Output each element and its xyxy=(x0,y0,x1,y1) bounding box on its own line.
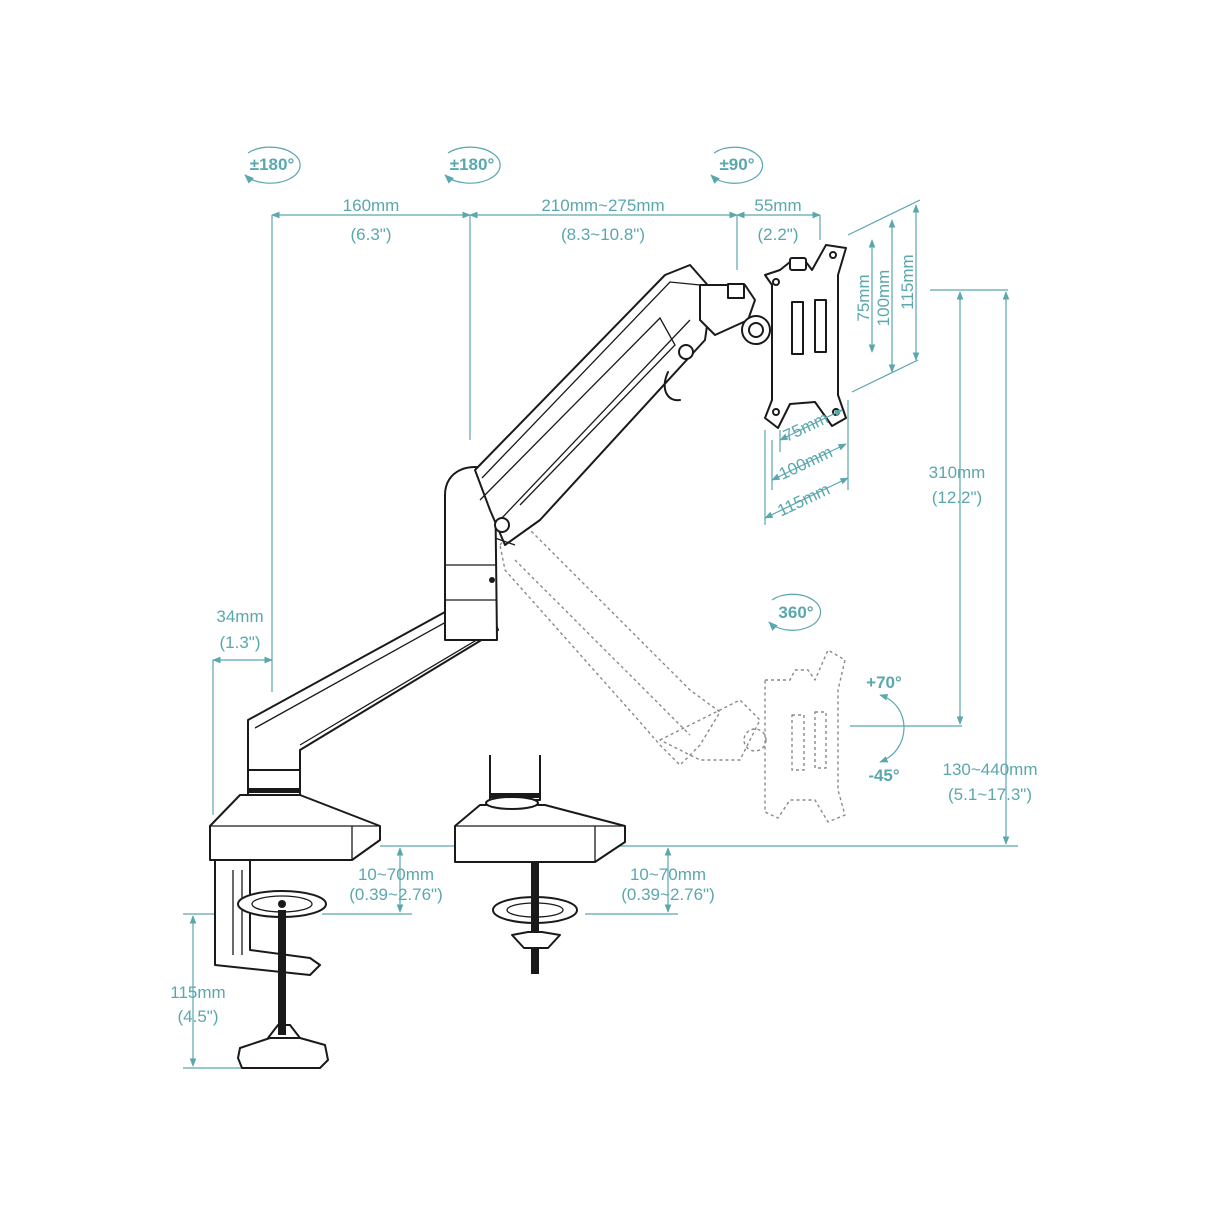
base-swivel-label: ±180° xyxy=(250,155,295,174)
clamp-base-plate xyxy=(209,794,381,861)
monitor-arm xyxy=(209,244,847,1069)
dim-lower-arm: 160mm (6.3") xyxy=(271,196,471,692)
rotate-arrow-icon xyxy=(710,146,764,184)
rotate-arrow-icon xyxy=(244,146,301,184)
svg-text:115mm: 115mm xyxy=(170,983,225,1002)
svg-text:10~70mm: 10~70mm xyxy=(630,865,706,884)
svg-text:55mm: 55mm xyxy=(754,196,801,215)
wing-nut xyxy=(511,931,561,949)
clamp-screw xyxy=(278,910,286,1035)
svg-text:(0.39~2.76"): (0.39~2.76") xyxy=(349,885,442,904)
elbow-joint xyxy=(444,466,498,641)
svg-text:75mm: 75mm xyxy=(780,408,831,445)
vesa-vertical-dims: 75mm 100mm 115mm xyxy=(847,199,921,393)
grommet-bolt xyxy=(531,862,539,974)
elbow-swivel-label: ±180° xyxy=(450,155,495,174)
head-rotate-label: ±90° xyxy=(719,155,754,174)
rotate-arrow-icon xyxy=(444,146,501,184)
grommet-base-plate xyxy=(454,804,626,863)
svg-text:-45°: -45° xyxy=(868,766,900,785)
svg-text:(8.3~10.8"): (8.3~10.8") xyxy=(561,225,645,244)
dim-pole-offset: 34mm (1.3") xyxy=(212,607,273,815)
svg-text:100mm: 100mm xyxy=(874,270,893,327)
tilt-indicator: +70° -45° xyxy=(866,673,905,785)
svg-text:(2.2"): (2.2") xyxy=(758,225,799,244)
rotation-badge-head: ±90° xyxy=(710,146,764,184)
dim-clamp-depth: 115mm (4.5") xyxy=(170,913,248,1069)
dim-total-height: 130~440mm (5.1~17.3") xyxy=(380,291,1038,847)
dim-clamp-thickness: 10~70mm (0.39~2.76") xyxy=(322,847,443,915)
svg-text:100mm: 100mm xyxy=(776,442,835,483)
dim-head: 55mm (2.2") xyxy=(736,196,821,244)
dim-height-range: 310mm (12.2") xyxy=(850,289,1008,727)
tilt-arrow-icon xyxy=(879,694,905,763)
svg-text:115mm: 115mm xyxy=(898,254,917,309)
svg-text:+70°: +70° xyxy=(866,673,902,692)
svg-text:(6.3"): (6.3") xyxy=(351,225,392,244)
svg-text:34mm: 34mm xyxy=(216,607,263,626)
svg-text:(12.2"): (12.2") xyxy=(932,488,982,507)
clamp-knob xyxy=(237,1037,329,1069)
rotate-arrow-icon xyxy=(768,593,822,631)
svg-text:(0.39~2.76"): (0.39~2.76") xyxy=(621,885,714,904)
svg-text:160mm: 160mm xyxy=(343,196,400,215)
rotation-badge-base: ±180° xyxy=(244,146,301,184)
dim-grommet-thickness: 10~70mm (0.39~2.76") xyxy=(585,847,715,915)
dim-upper-arm: 210mm~275mm (8.3~10.8") xyxy=(469,196,738,270)
svg-text:10~70mm: 10~70mm xyxy=(358,865,434,884)
rotation-badge-vesa: 360° xyxy=(768,593,822,631)
svg-text:130~440mm: 130~440mm xyxy=(943,760,1038,779)
svg-text:(5.1~17.3"): (5.1~17.3") xyxy=(948,785,1032,804)
svg-text:115mm: 115mm xyxy=(775,480,833,521)
vesa-rotate-label: 360° xyxy=(778,603,813,622)
svg-text:210mm~275mm: 210mm~275mm xyxy=(541,196,664,215)
svg-text:75mm: 75mm xyxy=(854,274,873,321)
rotation-badge-elbow: ±180° xyxy=(444,146,501,184)
vesa-plate xyxy=(764,244,847,429)
upper-arm xyxy=(474,264,713,546)
c-clamp xyxy=(214,859,321,976)
svg-text:(4.5"): (4.5") xyxy=(178,1007,219,1026)
svg-text:310mm: 310mm xyxy=(929,463,986,482)
svg-text:(1.3"): (1.3") xyxy=(220,633,261,652)
